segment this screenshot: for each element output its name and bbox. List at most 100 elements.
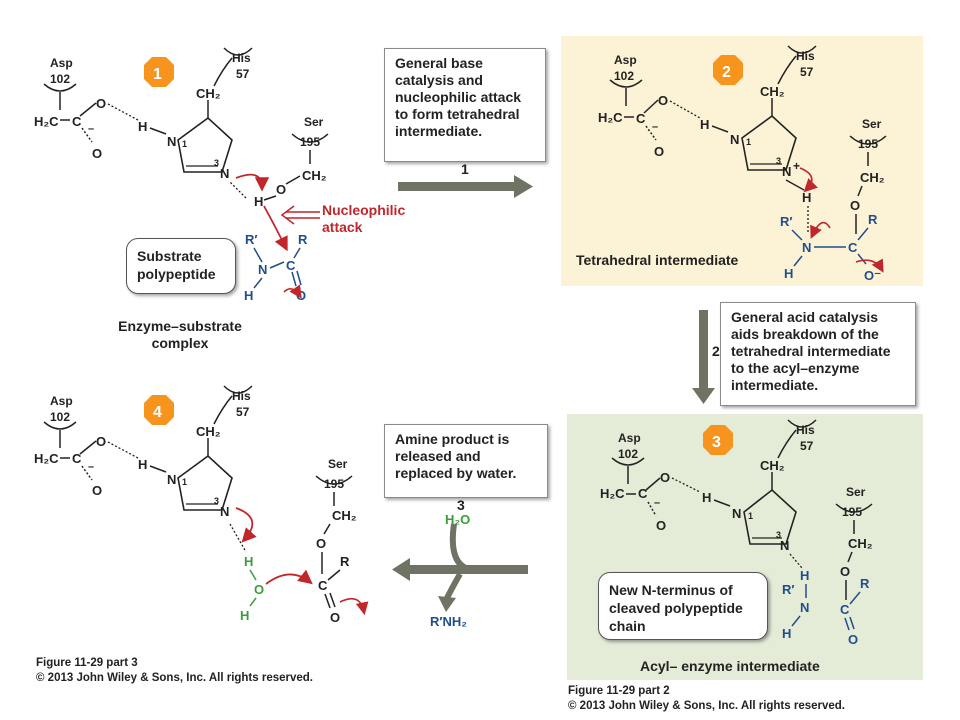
enzyme-substrate-complex-label: Enzyme–substrate complex [118, 318, 242, 351]
svg-text:O: O [656, 518, 666, 533]
svg-text:H: H [800, 568, 809, 583]
svg-text:O: O [96, 96, 106, 111]
svg-text:O: O [92, 146, 102, 161]
svg-text:–: – [652, 121, 658, 133]
svg-text:57: 57 [236, 405, 250, 419]
svg-text:1: 1 [182, 139, 187, 149]
svg-text:4: 4 [153, 404, 162, 421]
panel-4-structure: Asp 102 H₂C C O O – H N 1 N 3 CH₂ His 57… [34, 385, 369, 625]
badge-1: 1 [144, 57, 174, 87]
svg-text:Ser: Ser [862, 117, 882, 131]
svg-text:R: R [868, 212, 878, 227]
svg-text:C: C [636, 111, 646, 126]
svg-text:57: 57 [236, 67, 250, 81]
svg-text:N: N [167, 134, 176, 149]
svg-text:His: His [232, 51, 251, 65]
svg-text:CH₂: CH₂ [196, 424, 221, 439]
svg-text:CH₂: CH₂ [848, 536, 873, 551]
amine-product-label: R′NH₂ [430, 614, 467, 629]
step-3-description: Amine product is released and replaced b… [384, 424, 548, 498]
svg-text:C: C [638, 486, 648, 501]
svg-text:O: O [92, 483, 102, 498]
svg-text:N: N [782, 164, 791, 179]
step-2-number: 2 [712, 343, 720, 359]
svg-text:102: 102 [614, 69, 634, 83]
svg-text:195: 195 [858, 137, 878, 151]
svg-text:H: H [244, 288, 253, 303]
svg-text:O: O [654, 144, 664, 159]
badge-3: 3 [703, 425, 733, 455]
svg-text:Ser: Ser [328, 457, 348, 471]
svg-text:CH₂: CH₂ [860, 170, 885, 185]
svg-text:H: H [240, 608, 249, 623]
svg-text:H: H [138, 119, 147, 134]
svg-text:CH₂: CH₂ [760, 84, 785, 99]
svg-text:C: C [318, 578, 328, 593]
step-1-number: 1 [461, 161, 469, 177]
svg-text:H₂C: H₂C [600, 486, 625, 501]
svg-text:102: 102 [50, 410, 70, 424]
nucleophilic-attack-label: Nucleophilic attack [322, 202, 406, 235]
svg-text:Ser: Ser [846, 485, 866, 499]
svg-text:102: 102 [50, 72, 70, 86]
svg-text:H₂C: H₂C [34, 114, 59, 129]
svg-text:Asp: Asp [614, 53, 637, 67]
svg-text:57: 57 [800, 65, 814, 79]
svg-text:N: N [258, 262, 267, 277]
svg-text:57: 57 [800, 439, 814, 453]
svg-text:N: N [730, 132, 739, 147]
svg-text:O: O [316, 536, 326, 551]
svg-text:1: 1 [153, 66, 162, 83]
svg-text:His: His [232, 389, 251, 403]
svg-text:C: C [72, 451, 82, 466]
svg-text:C: C [72, 114, 82, 129]
svg-text:H₂C: H₂C [34, 451, 59, 466]
svg-text:3: 3 [214, 158, 219, 168]
panel-3-structure: Asp 102 H₂C C O O – H N 1 N 3 CH₂ His 57… [600, 419, 873, 647]
step-1-description: General base catalysis and nucleophilic … [384, 48, 546, 162]
svg-text:N: N [220, 504, 229, 519]
svg-text:O: O [840, 564, 850, 579]
svg-text:R′: R′ [782, 582, 795, 597]
substrate-polypeptide-label: Substrate polypeptide [126, 238, 236, 294]
panel-2-structure: Asp 102 H₂C C O O – H N 1 N 3 + CH₂ His … [598, 45, 887, 283]
svg-text:C: C [840, 602, 850, 617]
acyl-enzyme-intermediate-label: Acyl– enzyme intermediate [640, 658, 820, 674]
svg-text:R: R [298, 232, 308, 247]
svg-text:N: N [780, 538, 789, 553]
svg-text:N: N [732, 506, 741, 521]
svg-text:H: H [802, 190, 811, 205]
svg-text:R: R [340, 554, 350, 569]
step-2-description: General acid catalysis aids breakdown of… [720, 302, 916, 406]
svg-text:N: N [220, 166, 229, 181]
svg-text:195: 195 [300, 135, 320, 149]
svg-text:–: – [88, 123, 94, 135]
svg-text:O: O [254, 582, 264, 597]
svg-text:1: 1 [748, 511, 753, 521]
svg-text:C: C [848, 240, 858, 255]
svg-text:N: N [802, 240, 811, 255]
step-2-arrow [692, 310, 715, 404]
svg-text:H: H [138, 457, 147, 472]
svg-text:H: H [784, 266, 793, 281]
svg-text:Ser: Ser [304, 115, 324, 129]
svg-text:O: O [96, 434, 106, 449]
svg-text:R: R [860, 576, 870, 591]
step-3-arrow [392, 523, 528, 612]
svg-text:His: His [796, 49, 815, 63]
svg-text:Asp: Asp [618, 431, 641, 445]
svg-text:102: 102 [618, 447, 638, 461]
panel-1-structure: Asp 102 H₂C C O O – H N 1 N 3 CH₂ His 57… [34, 47, 329, 303]
svg-text:C: C [286, 258, 296, 273]
step-3-number: 3 [457, 497, 465, 513]
svg-text:H: H [782, 626, 791, 641]
svg-text:O: O [850, 198, 860, 213]
svg-text:H₂C: H₂C [598, 110, 623, 125]
water-label: H₂O [445, 512, 470, 527]
svg-text:3: 3 [712, 434, 721, 451]
svg-text:CH₂: CH₂ [302, 168, 327, 183]
svg-text:N: N [800, 600, 809, 615]
svg-text:R′: R′ [780, 214, 793, 229]
svg-text:CH₂: CH₂ [332, 508, 357, 523]
